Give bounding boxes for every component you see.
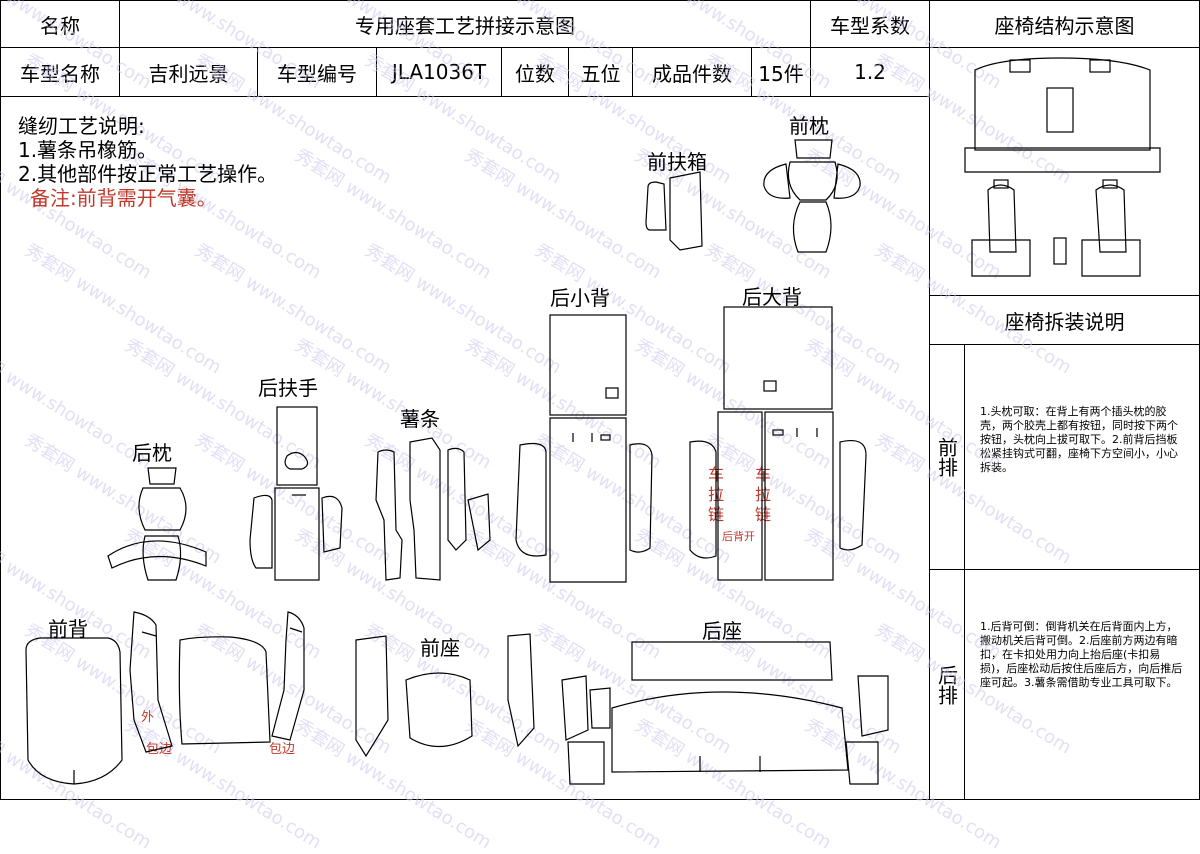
model-code-cell: JLA1036T xyxy=(376,47,502,97)
label-fries-strip: 薯条 xyxy=(400,407,440,431)
binding-note-right: 包边 xyxy=(269,742,296,757)
front-row-label: 前排 xyxy=(934,437,959,477)
notes-item-2: 2.其他部件按正常工艺操作。 xyxy=(18,162,278,186)
disassembly-title-cell: 座椅拆装说明 xyxy=(929,295,1200,345)
zipper-char-3: 链 xyxy=(755,505,772,524)
piece-rear-small-back xyxy=(515,314,653,583)
zipper-char-1: 车 xyxy=(755,465,772,484)
piece-front-headrest xyxy=(763,139,861,253)
zipper-note-right: 车 拉 链 xyxy=(755,465,771,525)
pieces-label-cell: 成品件数 xyxy=(632,47,752,97)
pattern-pieces xyxy=(25,57,1161,785)
front-row-instructions: 1.头枕可取：在背上有两个插头枕的胶壳，两个胶壳上都有按钮，同时按下两个按钮，头… xyxy=(980,405,1178,474)
struct-title-cell: 座椅结构示意图 xyxy=(929,0,1200,48)
piece-rear-large-back xyxy=(689,306,867,581)
model-name: 吉利远景 xyxy=(148,61,229,86)
pieces-label: 成品件数 xyxy=(652,61,732,86)
seats-value: 五位 xyxy=(580,61,621,86)
piece-fries-strip xyxy=(375,437,491,581)
name-label: 名称 xyxy=(40,13,80,38)
seat-structure-sketch xyxy=(964,57,1161,277)
model-name-cell: 吉利远景 xyxy=(119,47,258,97)
label-rear-armrest: 后扶手 xyxy=(258,376,318,400)
model-name-label: 车型名称 xyxy=(20,61,100,86)
piece-front-armrest-box xyxy=(645,171,703,251)
zipper-small-note: 后背开 xyxy=(722,530,755,543)
piece-front-seat xyxy=(355,633,535,758)
model-code-label: 车型编号 xyxy=(277,61,357,86)
notes-remark: 备注:前背需开气囊。 xyxy=(30,186,217,210)
label-front-armrest-box: 前扶箱 xyxy=(647,150,707,174)
piece-front-back xyxy=(25,611,305,785)
struct-title: 座椅结构示意图 xyxy=(994,13,1135,38)
notes-item-1: 1.薯条吊橡筋。 xyxy=(18,138,158,162)
rear-row-instructions: 1.后背可倒：倒背机关在后背面内上方，搬动机关后背可倒。2.后座前方两边有暗扣，… xyxy=(980,620,1183,689)
piece-rear-headrest xyxy=(107,467,207,581)
rear-row-text-cell xyxy=(964,569,1200,800)
label-front-seat: 前座 xyxy=(420,636,460,660)
coef-cell: 1.2 xyxy=(810,47,930,97)
model-code: JLA1036T xyxy=(391,60,487,84)
model-code-label-cell: 车型编号 xyxy=(257,47,377,97)
page-title: 专用座套工艺拼接示意图 xyxy=(355,13,575,38)
label-front-back: 前背 xyxy=(48,617,88,641)
outside-note: 外 xyxy=(141,710,155,725)
label-rear-seat: 后座 xyxy=(702,619,742,643)
label-rear-large-back: 后大背 xyxy=(742,285,802,309)
label-rear-headrest: 后枕 xyxy=(132,441,172,465)
zipper-char-2: 拉 xyxy=(755,485,772,504)
seats-label-cell: 位数 xyxy=(501,47,569,97)
notes-heading: 缝纫工艺说明: xyxy=(18,114,145,138)
sewing-notes: 缝纫工艺说明: 1.薯条吊橡筋。 2.其他部件按正常工艺操作。 备注:前背需开气… xyxy=(18,114,277,210)
disassembly-title: 座椅拆装说明 xyxy=(1004,309,1125,334)
coef-value: 1.2 xyxy=(854,60,886,84)
coef-label-cell: 车型系数 xyxy=(810,0,930,48)
coef-label: 车型系数 xyxy=(830,13,910,38)
rear-row-label: 后排 xyxy=(934,664,959,705)
piece-rear-armrest xyxy=(249,406,343,581)
model-name-label-cell: 车型名称 xyxy=(0,47,120,97)
label-rear-small-back: 后小背 xyxy=(550,286,610,310)
seats-cell: 五位 xyxy=(568,47,633,97)
piece-rear-seat xyxy=(561,641,889,785)
label-front-headrest: 前枕 xyxy=(789,114,829,138)
seats-label: 位数 xyxy=(515,61,555,86)
pieces-cell: 15件 xyxy=(751,47,811,97)
pieces-value: 15件 xyxy=(758,61,804,86)
